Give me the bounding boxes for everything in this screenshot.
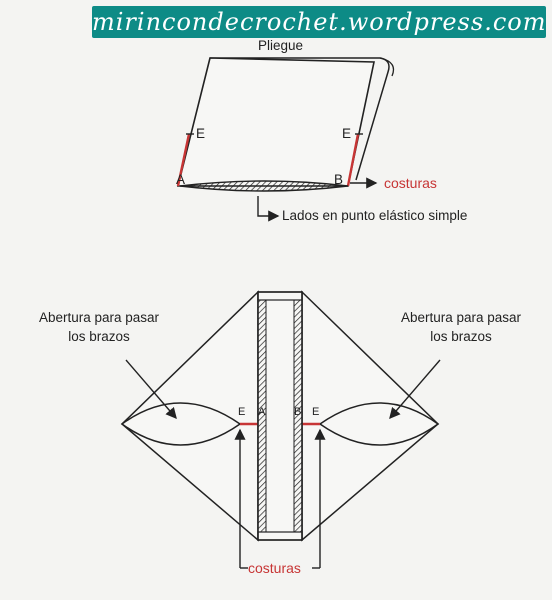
arm-opening-left-line1: Abertura para pasar: [38, 310, 160, 325]
point-b-bottom: B: [294, 406, 302, 418]
watermark-text: mirincondecrochet.wordpress.com: [92, 8, 547, 36]
folded-fabric: [176, 57, 395, 222]
garment-diamond: [120, 290, 441, 569]
elastic-sides-label: Lados en punto elástico simple: [282, 208, 468, 223]
point-e-left-top: E: [196, 126, 206, 141]
point-b-top: B: [334, 172, 344, 187]
point-e-left-bottom: E: [238, 406, 246, 418]
seams-label-top: costuras: [384, 175, 437, 191]
fold-label: Pliegue: [258, 38, 304, 53]
watermark-banner: [92, 6, 546, 38]
point-a-top: A: [176, 172, 186, 187]
point-e-right-bottom: E: [312, 406, 320, 418]
arm-opening-right-line2: los brazos: [430, 329, 492, 344]
arm-opening-left-line2: los brazos: [68, 329, 130, 344]
point-a-bottom: A: [258, 406, 266, 418]
point-e-right-top: E: [342, 126, 352, 141]
seams-label-bottom: costuras: [248, 560, 301, 576]
arm-opening-right-line1: Abertura para pasar: [400, 310, 522, 325]
